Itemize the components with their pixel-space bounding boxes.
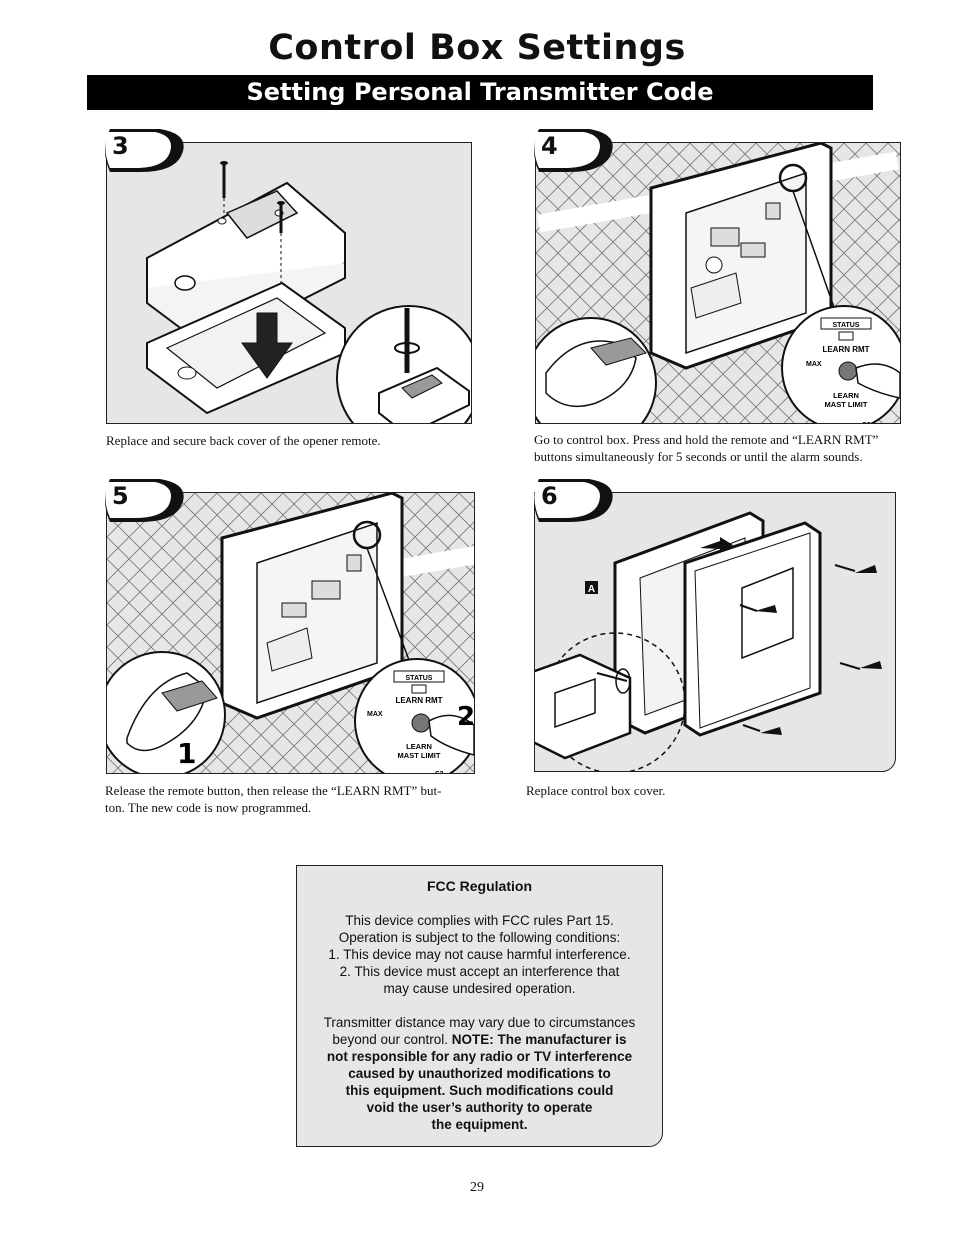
step-3-caption: Replace and secure back cover of the ope… xyxy=(106,433,381,448)
mast-limit-label-5: MAST LIMIT xyxy=(398,751,441,760)
fcc-para2-b-line: beyond our control. NOTE: The manufactur… xyxy=(297,1031,662,1048)
step-4-caption-line1: Go to control box. Press and hold the re… xyxy=(534,432,879,447)
learn-label-5: LEARN xyxy=(406,742,432,751)
callout-1: 1 xyxy=(177,737,196,770)
step-4-caption: Go to control box. Press and hold the re… xyxy=(534,431,904,465)
fcc-note-f: the equipment. xyxy=(431,1117,528,1132)
max-label-4: MAX xyxy=(806,361,822,368)
fcc-para2-b: beyond our control. xyxy=(332,1032,448,1047)
fcc-para2-a: Transmitter distance may vary due to cir… xyxy=(323,1015,636,1030)
fcc-item2b: may cause undesired operation. xyxy=(383,981,576,996)
learn-label-4: LEARN xyxy=(833,391,859,400)
fcc-item1: 1. This device may not cause harmful int… xyxy=(328,947,631,962)
fcc-line1: This device complies with FCC rules Part… xyxy=(345,913,614,928)
step-3-badge: 3 xyxy=(100,124,192,176)
fcc-heading: FCC Regulation xyxy=(427,878,532,894)
step-4-badge: 4 xyxy=(529,124,621,176)
section-banner: Setting Personal Transmitter Code xyxy=(87,75,873,110)
step-6-number: 6 xyxy=(541,482,558,510)
marker-a: A xyxy=(588,584,595,595)
step-4-caption-line2: buttons simultaneously for 5 seconds or … xyxy=(534,449,863,464)
replace-cover-drawing: A xyxy=(535,511,882,771)
control-box-learn-drawing: STATUS LEARN RMT MAX LEARN MAST LIMIT S2 xyxy=(536,143,900,423)
step-5-number: 5 xyxy=(112,482,129,510)
step-3-number: 3 xyxy=(112,132,129,160)
step-5-illustration: 1 STATUS LEARN RMT MAX LEARN MAST LIMIT … xyxy=(106,492,475,774)
step-5-caption-line2: ton. The new code is now programmed. xyxy=(105,800,312,815)
step-3-illustration xyxy=(106,142,472,424)
page-number: 29 xyxy=(470,1180,484,1195)
step-5-caption: Release the remote button, then release … xyxy=(105,782,475,816)
callout-2: 2 xyxy=(457,702,474,732)
fcc-line2: Operation is subject to the following co… xyxy=(338,930,621,945)
max-label-5: MAX xyxy=(367,711,383,718)
learn-rmt-label-4: LEARN RMT xyxy=(822,345,869,354)
fcc-note-e: void the user’s authority to operate xyxy=(366,1100,593,1115)
mast-limit-label-4: MAST LIMIT xyxy=(825,400,868,409)
step-4-number: 4 xyxy=(541,132,558,160)
step-6-illustration: A xyxy=(534,492,896,772)
step-4-illustration: STATUS LEARN RMT MAX LEARN MAST LIMIT S2 xyxy=(535,142,901,424)
fcc-note-b: not responsible for any radio or TV inte… xyxy=(326,1049,633,1064)
fcc-note-a: NOTE: The manufacturer is xyxy=(451,1032,627,1047)
fcc-regulation-box: FCC Regulation This device complies with… xyxy=(296,865,663,1147)
control-box-release-drawing: 1 STATUS LEARN RMT MAX LEARN MAST LIMIT … xyxy=(107,493,474,773)
s2-label-5: S2 xyxy=(435,771,444,773)
status-label-5: STATUS xyxy=(406,675,433,682)
step-6-badge: 6 xyxy=(529,474,621,526)
fcc-note-c: caused by unauthorized modifications to xyxy=(348,1066,611,1081)
learn-rmt-label-5: LEARN RMT xyxy=(395,696,442,705)
step-5-caption-line1: Release the remote button, then release … xyxy=(105,783,442,798)
step-6-caption: Replace control box cover. xyxy=(526,783,666,798)
step-5-badge: 5 xyxy=(100,474,192,526)
status-label-4: STATUS xyxy=(833,322,860,329)
remote-cover-drawing xyxy=(146,161,471,423)
page-title: Control Box Settings xyxy=(268,28,686,68)
fcc-item2: 2. This device must accept an interferen… xyxy=(339,964,620,979)
fcc-note-d: this equipment. Such modifications could xyxy=(345,1083,614,1098)
s2-label-4: S2 xyxy=(862,422,871,423)
